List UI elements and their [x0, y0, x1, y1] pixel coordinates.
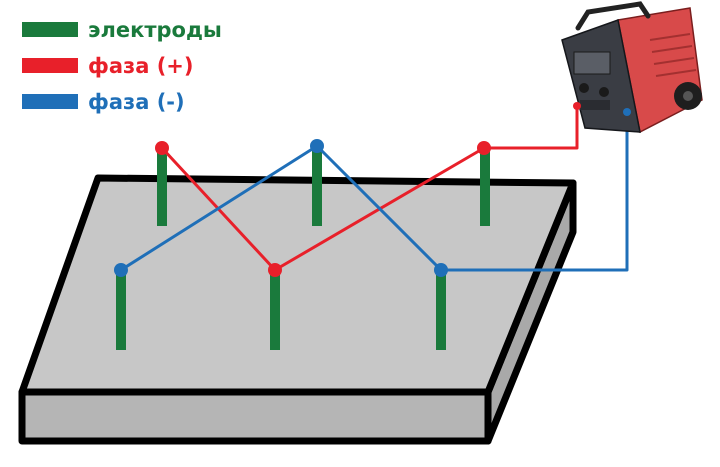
- legend-item-phase-minus: фаза (-): [22, 90, 185, 114]
- legend-swatch-phase-plus: [22, 58, 78, 73]
- legend-item-phase-plus: фаза (+): [22, 54, 193, 78]
- legend-item-electrodes: электроды: [22, 18, 222, 42]
- legend-label-phase-minus: фаза (-): [88, 90, 185, 114]
- phase-minus-node: [434, 263, 448, 277]
- slab-front-face: [18, 388, 492, 445]
- phase-plus-node: [268, 263, 282, 277]
- phase-plus-node: [155, 141, 169, 155]
- electrode-back-right: [480, 150, 490, 226]
- legend-swatch-electrodes: [22, 22, 78, 37]
- electrodes: [116, 148, 490, 350]
- legend-label-electrodes: электроды: [88, 18, 222, 42]
- phase-minus-node: [310, 139, 324, 153]
- phase-minus-node: [114, 263, 128, 277]
- phase-plus-wiring: [155, 108, 579, 277]
- electrode-front-right: [436, 272, 446, 350]
- electrode-back-center: [312, 148, 322, 226]
- electrode-front-left: [116, 272, 126, 350]
- legend-label-phase-plus: фаза (+): [88, 54, 193, 78]
- slab-top-face: [18, 174, 577, 396]
- concrete-slab: [18, 174, 577, 445]
- phase-minus-wiring: [114, 112, 629, 277]
- legend-swatch-phase-minus: [22, 94, 78, 109]
- electrode-front-center: [270, 272, 280, 350]
- phase-plus-node: [477, 141, 491, 155]
- welding-machine-icon: [561, 1, 703, 134]
- legend: электроды фаза (+) фаза (-): [22, 18, 222, 114]
- electrode-back-left: [157, 150, 167, 226]
